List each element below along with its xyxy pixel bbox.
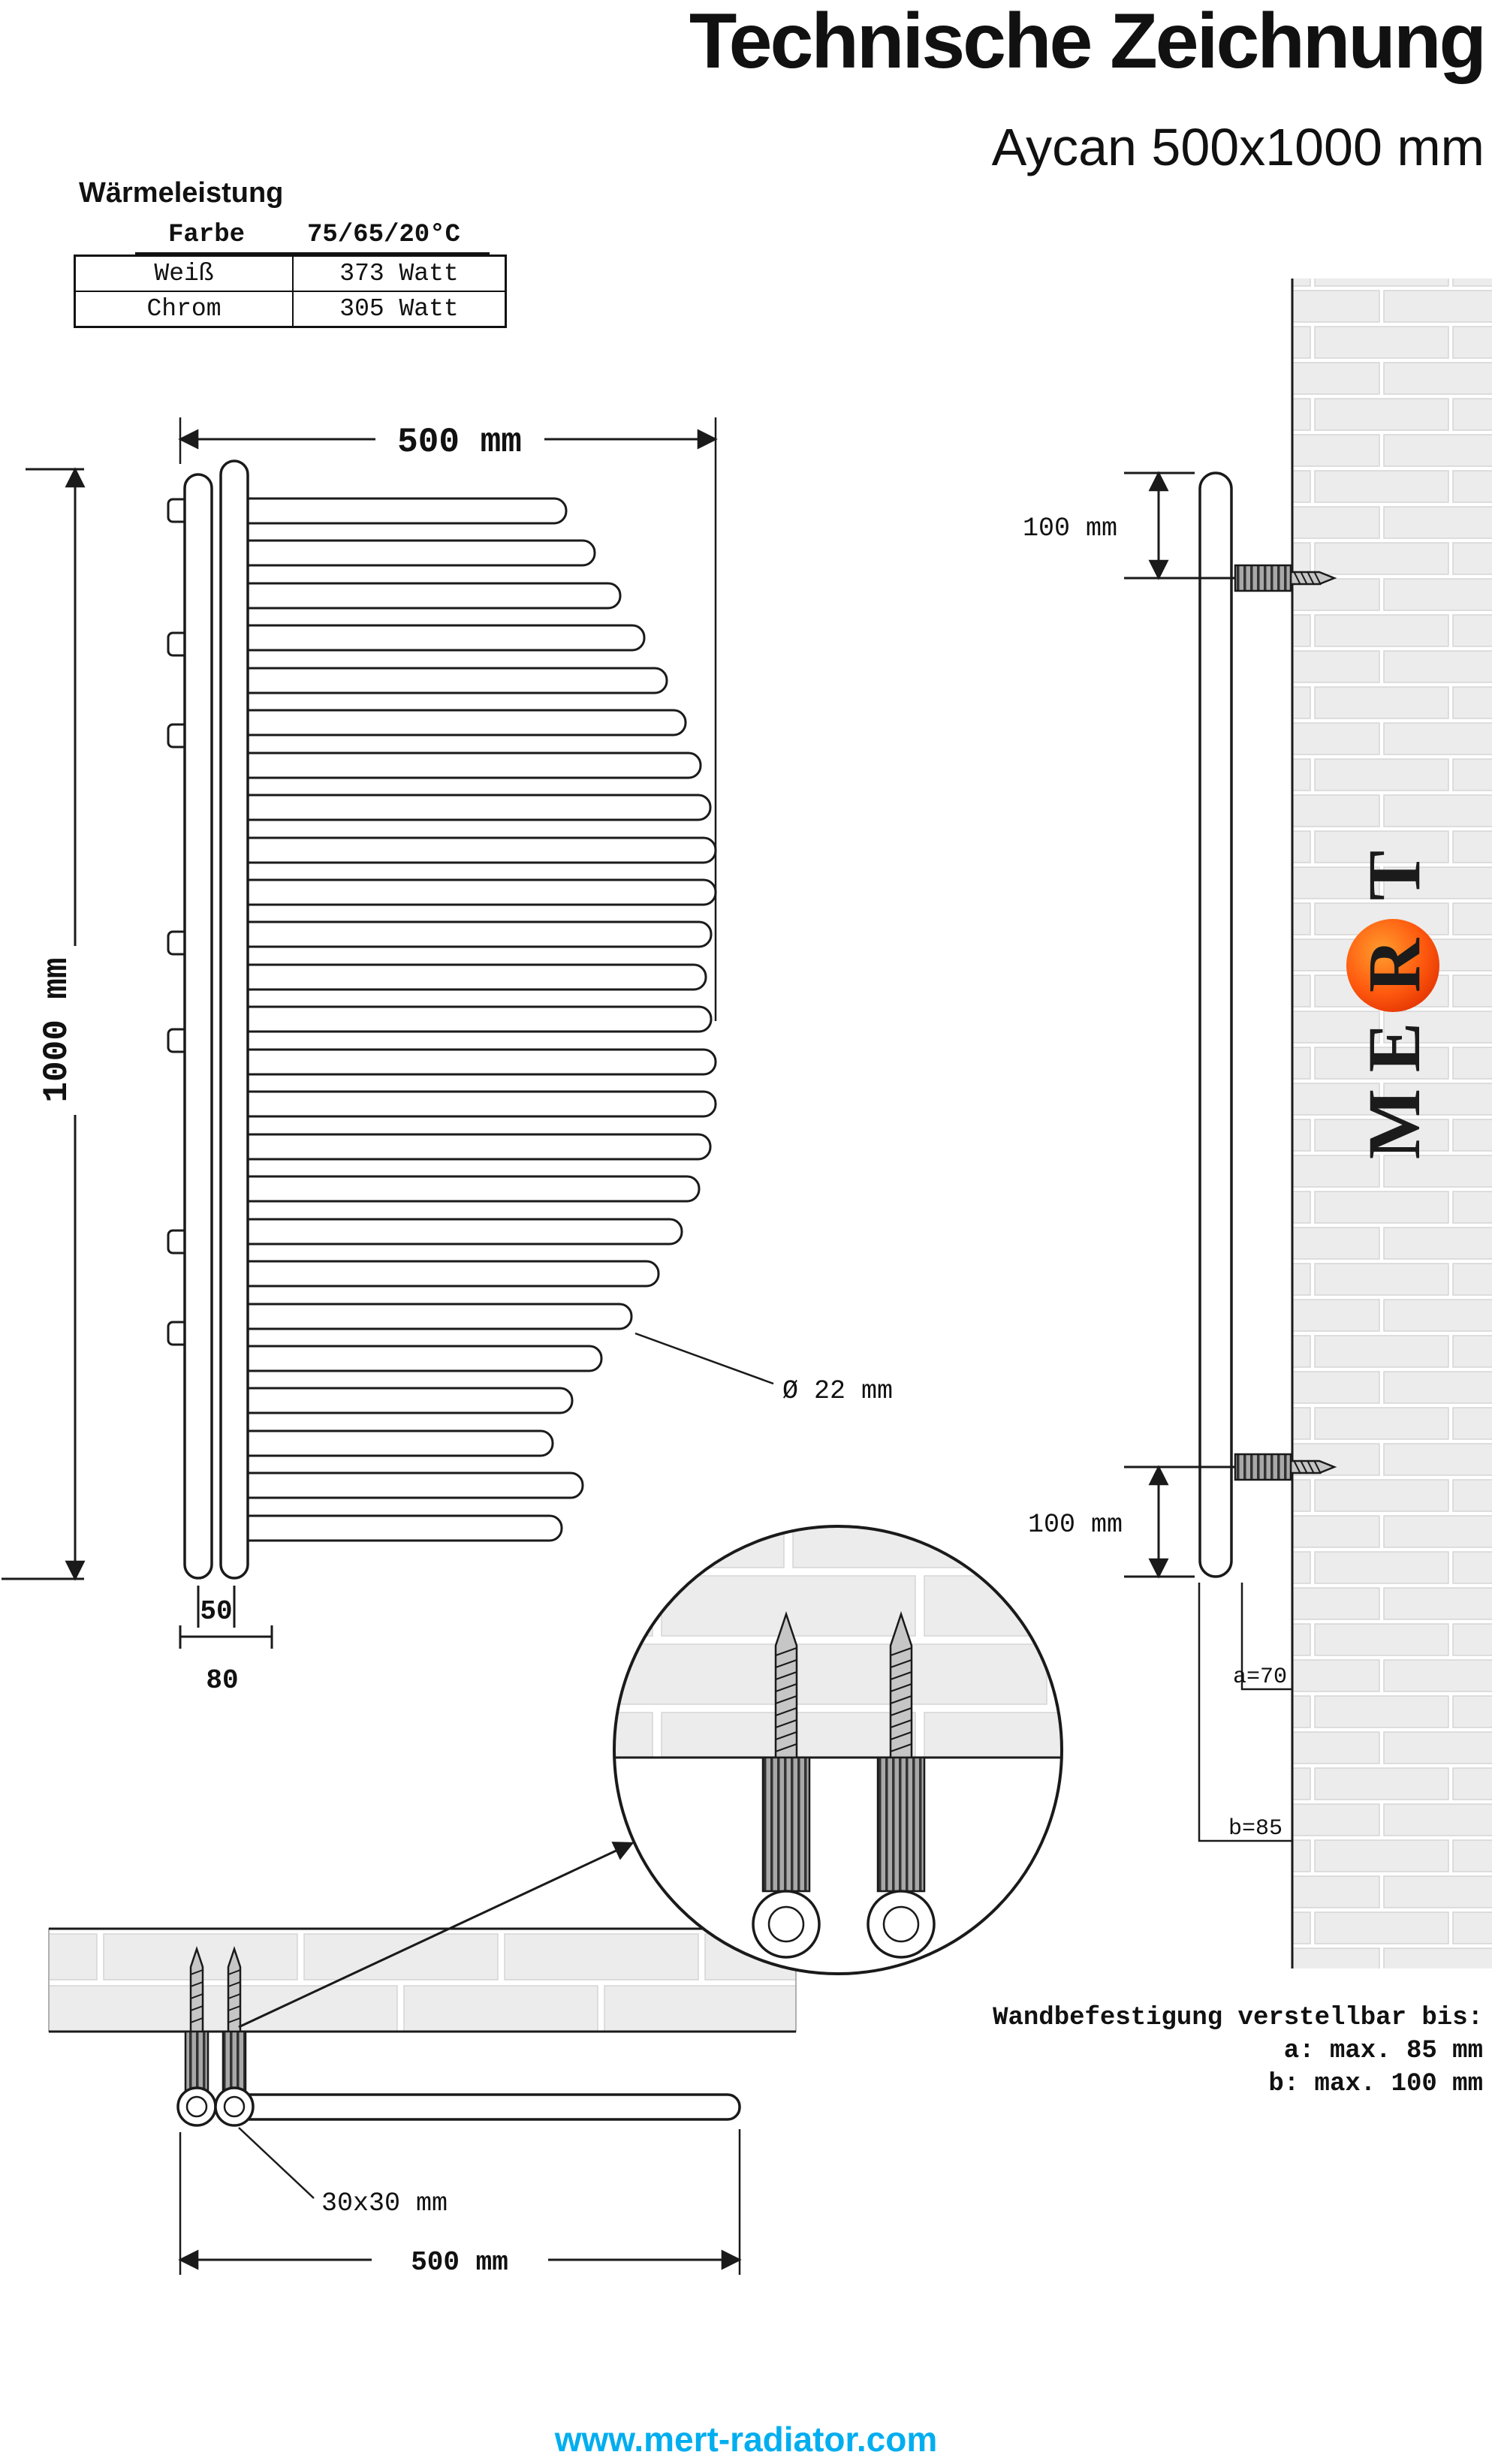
heat-table-header-row: Farbe 75/65/20°C	[135, 221, 490, 255]
logo-letter-r: R	[1352, 937, 1436, 993]
bottom-mount-detail: 30x30 mm 500 mm	[48, 1927, 797, 2278]
logo-letter-e: E	[1352, 1023, 1436, 1073]
mounting-note: Wandbefestigung verstellbar bis: a: max.…	[993, 2002, 1483, 2101]
bottom-tube-profile	[215, 2093, 741, 2121]
mount-bracket-bottom	[1234, 1453, 1337, 1481]
logo-badge	[1346, 919, 1439, 1012]
footer-url[interactable]: www.mert-radiator.com	[554, 2420, 938, 2459]
heat-output-heading: Wärmeleistung	[79, 177, 284, 209]
wall-anchor-left-small	[184, 1946, 209, 2093]
side-top-offset-dimension: 100 mm	[1023, 471, 1235, 580]
collector-pipes	[183, 459, 249, 1580]
mount-bracket-top	[1234, 564, 1337, 592]
wall-bracket-tabs	[167, 498, 191, 1346]
detail-wall-bricks	[614, 1526, 1062, 1758]
collector-cross-sections	[176, 2086, 255, 2127]
side-bottom-offset-label: 100 mm	[1028, 1510, 1123, 1540]
dimension-a: a=70	[1233, 1583, 1292, 1691]
side-view: M E R T 100 mm	[1023, 279, 1492, 1968]
table-cell-color-2: Chrom	[76, 292, 294, 326]
wall-anchor-right-small	[222, 1946, 247, 2093]
heat-table-col-temp: 75/65/20°C	[306, 221, 461, 249]
detail-callout-arrow	[238, 1842, 634, 2029]
front-width-dimension: 500 mm	[178, 417, 718, 1021]
dimension-b-label: b=85	[1228, 1816, 1283, 1842]
bracket-size-label: 30x30 mm	[321, 2188, 448, 2219]
tube-diameter-callout: Ø 22 mm	[634, 1332, 893, 1406]
front-width-label: 500 mm	[397, 423, 522, 462]
wall-strip	[48, 1928, 797, 2032]
radiator-front-view	[167, 459, 717, 1580]
mounting-note-line2: a: max. 85 mm	[1283, 2037, 1483, 2065]
table-cell-watt-1: 373 Watt	[294, 257, 505, 292]
logo-letter-m: M	[1352, 1089, 1436, 1159]
heat-table-body: Weiß 373 Watt Chrom 305 Watt	[74, 255, 507, 328]
mounting-note-line3: b: max. 100 mm	[1268, 2070, 1483, 2098]
mount-detail-circle	[613, 1525, 1063, 1975]
logo-letter-t: T	[1352, 851, 1436, 901]
radiator-tubes	[224, 497, 717, 1542]
front-height-label: 1000 mm	[38, 957, 77, 1102]
front-height-dimension: 1000 mm	[2, 467, 86, 1581]
detail-anchor-right	[867, 1611, 936, 1959]
pitch-label: 50	[200, 1596, 232, 1627]
page-title: Technische Zeichnung	[689, 0, 1487, 85]
bracket-size-callout: 30x30 mm	[238, 2127, 448, 2219]
dimension-b: b=85	[1198, 1583, 1292, 1842]
heat-output-table: Farbe 75/65/20°C Weiß 373 Watt Chrom 305…	[74, 221, 507, 328]
table-cell-watt-2: 305 Watt	[339, 295, 459, 323]
wall	[1292, 279, 1492, 1968]
mert-logo: M E R T	[1346, 851, 1439, 1159]
side-bottom-offset-dimension: 100 mm	[1028, 1465, 1235, 1579]
front-bottom-dimensions: 50 80	[179, 1586, 273, 1696]
depth-label: 80	[206, 1665, 238, 1696]
mounting-note-line1: Wandbefestigung verstellbar bis:	[993, 2004, 1483, 2032]
detail-circle-border	[613, 1525, 1063, 1975]
dimension-a-label: a=70	[1233, 1664, 1287, 1690]
bottom-width-dimension: 500 mm	[178, 2129, 742, 2278]
detail-anchor-left	[752, 1611, 821, 1959]
model-subtitle: Aycan 500x1000 mm	[991, 118, 1484, 176]
side-top-offset-label: 100 mm	[1023, 514, 1117, 544]
heat-table-col-color: Farbe	[167, 221, 246, 249]
bottom-width-label: 500 mm	[411, 2247, 508, 2278]
radiator-side-profile	[1198, 471, 1233, 1578]
table-cell-color-1: Weiß	[76, 257, 294, 292]
tube-diameter-label: Ø 22 mm	[782, 1376, 893, 1406]
